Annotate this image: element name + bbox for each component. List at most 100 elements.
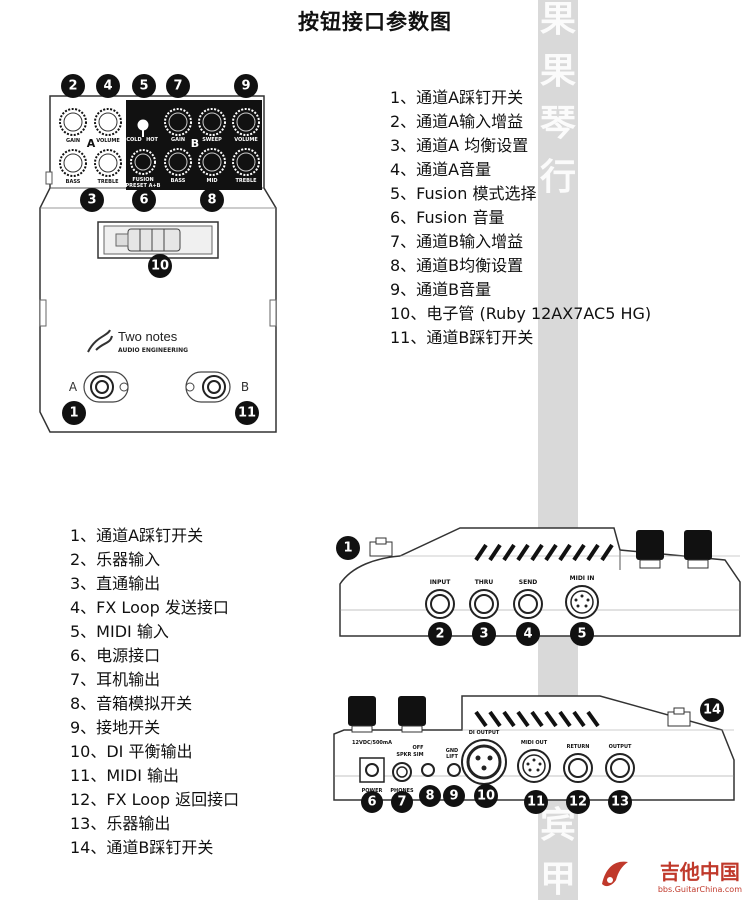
front-panel-legend: 1、通道A踩钉开关 2、通道A输入增益 3、通道A 均衡设置 4、通道A音量 5…: [390, 86, 651, 350]
label-di-output: DI OUTPUT: [469, 730, 500, 736]
legend-item: 6、电源接口: [70, 646, 161, 665]
legend-item: 14、通道B踩钉开关: [70, 838, 214, 857]
knob-a-gain[interactable]: [59, 108, 87, 136]
marker-2: 2: [61, 74, 85, 98]
svg-text:14: 14: [703, 703, 721, 718]
svg-text:7: 7: [397, 795, 406, 810]
footswitch-a[interactable]: [83, 371, 129, 403]
knob-a-volume[interactable]: [94, 108, 122, 136]
output-jack[interactable]: [605, 753, 635, 783]
marker-4: 4: [96, 74, 120, 98]
legend-item: 5、Fusion 模式选择: [390, 184, 537, 203]
marker-11: 11: [235, 401, 259, 425]
tube-window: [97, 221, 219, 259]
svg-text:2: 2: [435, 627, 444, 642]
svg-text:8: 8: [207, 193, 216, 208]
knob-b-volume[interactable]: [232, 108, 260, 136]
ground-lift-switch[interactable]: [447, 763, 461, 777]
legend-item: 4、FX Loop 发送接口: [70, 598, 229, 617]
power-jack[interactable]: [359, 757, 385, 783]
legend-item: 11、通道B踩钉开关: [390, 328, 534, 347]
knob-fusion-volume[interactable]: [130, 149, 156, 175]
send-jack[interactable]: [513, 589, 543, 619]
knob-a-treble[interactable]: [94, 149, 122, 177]
site-logo-url: bbs.GuitarChina.com: [657, 885, 742, 894]
site-logo: 吉他中国 bbs.GuitarChina.com: [658, 856, 742, 894]
di-output-xlr[interactable]: [461, 739, 507, 785]
marker-9: 9: [234, 74, 258, 98]
label-off: OFF: [412, 745, 423, 751]
marker-side2-13: 13: [608, 790, 632, 814]
marker-side1-2: 2: [428, 622, 452, 646]
guitar-logo-icon: [602, 861, 628, 887]
legend-item: 3、直通输出: [70, 574, 161, 593]
input-jack[interactable]: [425, 589, 455, 619]
marker-side2-11: 11: [524, 790, 548, 814]
label-power-spec: 12VDC/500mA: [352, 740, 392, 746]
legend-item: 10、电子管 (Ruby 12AX7AC5 HG): [390, 304, 652, 323]
legend-item: 9、接地开关: [70, 718, 161, 737]
legend-item: 13、乐器输出: [70, 814, 171, 833]
legend-item: 2、乐器输入: [70, 550, 161, 569]
legend-item: 2、通道A输入增益: [390, 112, 524, 131]
marker-side2-12: 12: [566, 790, 590, 814]
marker-3: 3: [80, 188, 104, 212]
legend-item: 6、Fusion 音量: [390, 208, 505, 227]
svg-text:10: 10: [477, 789, 495, 804]
knob-b-sweep[interactable]: [198, 108, 226, 136]
label-midi-in: MIDI IN: [570, 575, 595, 582]
label-output: OUTPUT: [609, 744, 632, 750]
knob-b-gain[interactable]: [164, 108, 192, 136]
side1-knob-top-2[interactable]: [684, 530, 712, 569]
marker-side2-9: 9: [443, 785, 465, 807]
label-b-treble: TREBLE: [235, 178, 257, 184]
label-b-sweep: SWEEP: [202, 137, 222, 143]
front-panel-pedal: GAIN VOLUME BASS TREBLE A COLD HOT FUSIO…: [39, 74, 277, 433]
knob-b-treble[interactable]: [232, 148, 260, 176]
page-title: 按钮接口参数图: [298, 10, 452, 34]
return-jack[interactable]: [563, 753, 593, 783]
spkr-sim-switch[interactable]: [421, 763, 435, 777]
knob-a-bass[interactable]: [59, 149, 87, 177]
marker-side1-5: 5: [570, 622, 594, 646]
svg-text:4: 4: [103, 79, 112, 94]
label-a-treble: TREBLE: [97, 179, 119, 185]
midi-out-jack[interactable]: [517, 749, 551, 783]
label-a-gain: GAIN: [66, 138, 80, 144]
legend-item: 3、通道A 均衡设置: [390, 136, 529, 155]
label-gnd: GND: [446, 748, 458, 754]
brand-name: Two notes: [118, 329, 178, 344]
knob-b-bass[interactable]: [164, 148, 192, 176]
marker-side1-1: 1: [336, 536, 360, 560]
footswitch-b[interactable]: [185, 371, 231, 403]
svg-text:12: 12: [569, 795, 587, 810]
phones-jack[interactable]: [392, 762, 412, 782]
svg-text:9: 9: [241, 79, 250, 94]
svg-text:9: 9: [449, 789, 458, 804]
footswitch-b-letter: B: [241, 380, 249, 394]
label-cold: COLD: [126, 137, 141, 143]
svg-text:8: 8: [425, 789, 434, 804]
label-fusion: FUSION: [132, 177, 153, 183]
legend-item: 11、MIDI 输出: [70, 766, 180, 785]
side2-knob-top-1[interactable]: [348, 696, 376, 733]
thru-jack[interactable]: [469, 589, 499, 619]
legend-item: 8、通道B均衡设置: [390, 256, 524, 275]
knob-b-mid[interactable]: [198, 148, 226, 176]
side1-footswitch[interactable]: [369, 537, 393, 557]
side2-knob-top-2[interactable]: [398, 696, 426, 733]
midi-in-jack[interactable]: [565, 585, 599, 619]
marker-side2-14: 14: [700, 698, 724, 722]
side2-footswitch[interactable]: [667, 707, 691, 727]
svg-text:3: 3: [479, 627, 488, 642]
marker-side1-3: 3: [472, 622, 496, 646]
fusion-mode-switch[interactable]: [137, 119, 149, 137]
side1-knob-top-1[interactable]: [636, 530, 664, 569]
legend-item: 7、耳机输出: [70, 670, 161, 689]
site-logo-main: 吉他中国: [659, 860, 740, 884]
channel-a-letter: A: [87, 137, 96, 150]
label-spkr-sim: SPKR SIM: [396, 752, 423, 758]
svg-text:2: 2: [68, 79, 77, 94]
legend-item: 10、DI 平衡输出: [70, 742, 193, 761]
svg-text:5: 5: [577, 627, 586, 642]
